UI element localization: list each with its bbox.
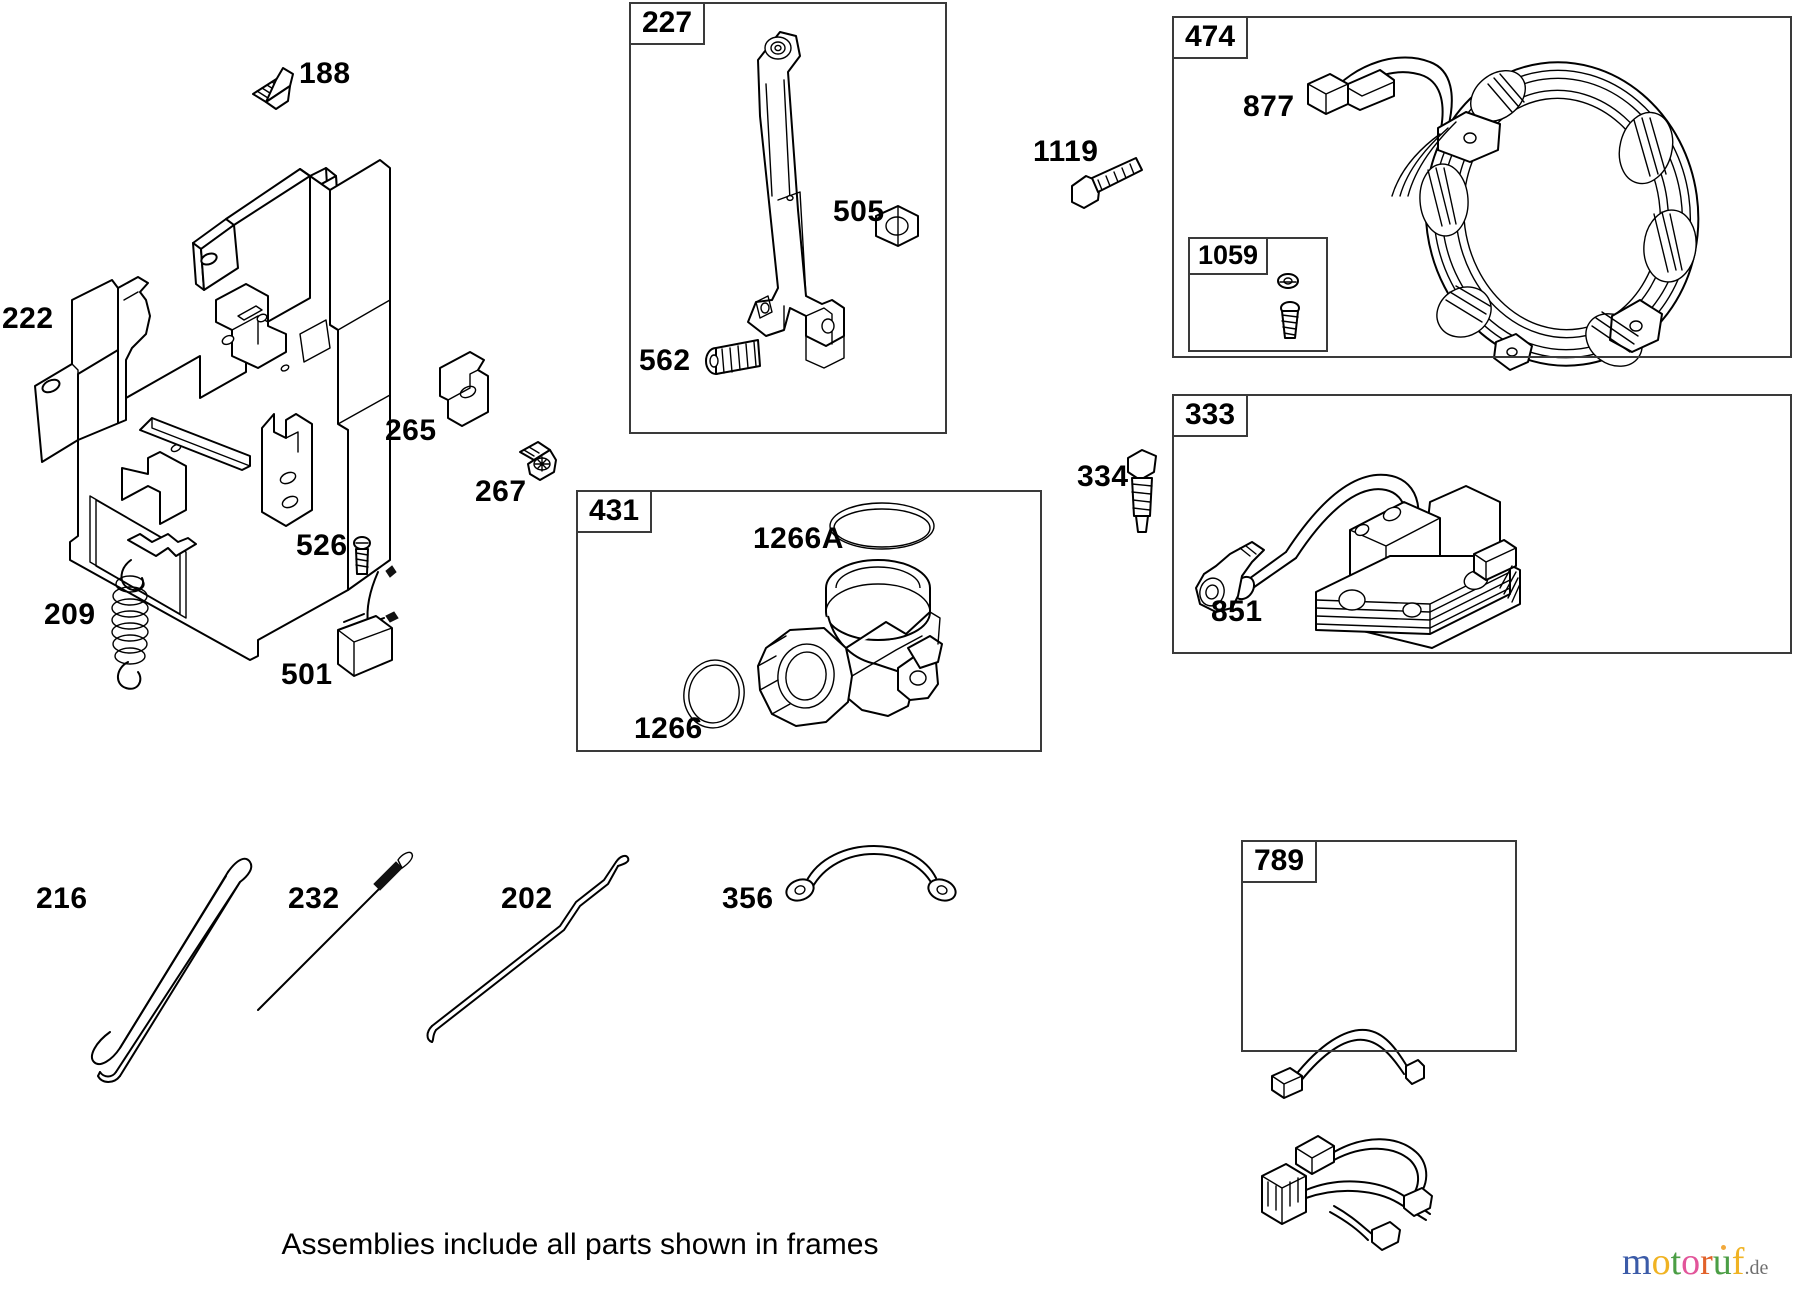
callout-222: 222 xyxy=(2,302,54,335)
logo-letter-o1: o xyxy=(1651,1241,1671,1283)
frame-227: 227 xyxy=(629,2,947,434)
part-188-screw xyxy=(252,67,294,110)
frame-1059: 1059 xyxy=(1188,237,1328,352)
callout-501: 501 xyxy=(281,658,333,691)
part-209-spring xyxy=(111,559,149,690)
callout-267: 267 xyxy=(475,475,527,508)
part-334-screw xyxy=(1127,449,1157,533)
frame-431: 431 xyxy=(576,490,1042,752)
diagram-caption: Assemblies include all parts shown in fr… xyxy=(281,1228,879,1261)
frame-tag-789: 789 xyxy=(1241,840,1318,883)
logo-dot-accent xyxy=(1721,1245,1727,1250)
part-356-ground-strap xyxy=(785,845,957,902)
logo-letter-t: t xyxy=(1670,1241,1682,1283)
frame-474: 474 xyxy=(1172,16,1792,358)
frame-tag-1059: 1059 xyxy=(1188,237,1269,275)
part-265-clip xyxy=(439,351,489,427)
frame-tag-227: 227 xyxy=(629,2,706,45)
logo-domain-suffix: .de xyxy=(1744,1257,1769,1279)
callout-562: 562 xyxy=(639,344,691,377)
part-789-wiring-harness xyxy=(1261,1028,1433,1251)
callout-334: 334 xyxy=(1077,460,1129,493)
callout-232: 232 xyxy=(288,882,340,915)
callout-202: 202 xyxy=(501,882,553,915)
callout-209: 209 xyxy=(44,598,96,631)
callout-265: 265 xyxy=(385,414,437,447)
logo-letter-o2: o xyxy=(1681,1241,1701,1283)
motoruf-watermark: motoruf.de xyxy=(1622,1243,1768,1281)
logo-letter-r: r xyxy=(1700,1241,1713,1283)
callout-877: 877 xyxy=(1243,90,1295,123)
frame-789: 789 xyxy=(1241,840,1517,1052)
frame-tag-474: 474 xyxy=(1172,16,1249,59)
logo-letter-u: u xyxy=(1712,1241,1732,1283)
callout-1266: 1266 xyxy=(634,712,703,745)
frame-tag-431: 431 xyxy=(576,490,653,533)
part-526-screw xyxy=(353,536,371,575)
callout-216: 216 xyxy=(36,882,88,915)
callout-1119: 1119 xyxy=(1033,135,1099,168)
callout-851: 851 xyxy=(1211,595,1263,628)
callout-1266A: 1266A xyxy=(753,522,844,555)
callout-505: 505 xyxy=(833,195,885,228)
part-501-kill-switch xyxy=(337,565,399,677)
callout-188: 188 xyxy=(299,57,351,90)
callout-526: 526 xyxy=(296,529,348,562)
part-232-rod xyxy=(257,851,414,1011)
part-216-rod xyxy=(91,857,253,1083)
logo-letter-m: m xyxy=(1622,1241,1652,1283)
callout-356: 356 xyxy=(722,882,774,915)
frame-tag-333: 333 xyxy=(1172,394,1249,437)
frame-333: 333 xyxy=(1172,394,1792,654)
logo-letter-f: f xyxy=(1731,1241,1745,1283)
